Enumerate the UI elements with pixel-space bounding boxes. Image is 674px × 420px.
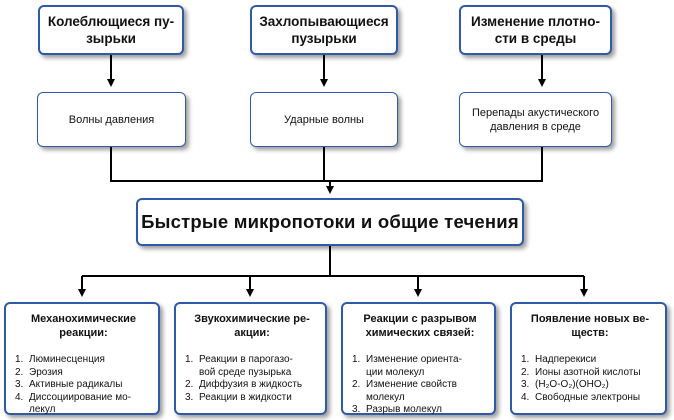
effect-label: Перепады акустического давления в среде xyxy=(471,106,600,133)
outcome-title: Появление новых ве- ществ: xyxy=(530,313,650,339)
outcome-box-sonochemical: Звукохимические ре- акции: 1.Реакции в п… xyxy=(174,302,327,415)
list-item: 4.Диссоциирование мо- лекул xyxy=(15,391,132,416)
outcome-title: Реакции с разрывом химических связей: xyxy=(363,313,477,339)
outcome-box-bond-breaking: Реакции с разрывом химических связей: 1.… xyxy=(341,302,496,415)
list-item: 1.Изменение ориента- ции молекул xyxy=(352,354,462,378)
list-item: 2.Эрозия xyxy=(15,366,63,378)
outcome-list: 1.Надперекиси 2.Ионы азотной кислоты 3.(… xyxy=(521,354,659,404)
effect-label: Волны давления xyxy=(68,113,155,126)
list-item: 3.(H₂O-O₂)(OHO₂) xyxy=(521,379,609,391)
list-item: 1.Реакции в парогазо- вой среде пузырька xyxy=(185,354,293,378)
outcome-list: 1.Люминесценция 2.Эрозия 3.Активные ради… xyxy=(15,354,152,417)
effect-box-acoustic-pressure: Перепады акустического давления в среде xyxy=(459,92,612,147)
effect-label: Ударные волны xyxy=(284,113,364,126)
outcome-list: 1.Изменение ориента- ции молекул 2.Измен… xyxy=(352,354,488,417)
outcome-box-new-substances: Появление новых ве- ществ: 1.Надперекиси… xyxy=(510,302,667,415)
cause-box-density-change: Изменение плотно- сти в среды xyxy=(459,5,612,55)
effect-box-shock-waves: Ударные волны xyxy=(250,92,398,147)
outcome-title: Механохимические реакции: xyxy=(30,313,137,339)
list-item: 3.Реакции в жидкости xyxy=(185,391,292,403)
list-item: 3.Активные радикалы xyxy=(15,379,123,391)
list-item: 2.Изменение свойств молекул xyxy=(352,379,457,403)
outcome-box-mechanochemical: Механохимические реакции: 1.Люминесценци… xyxy=(4,302,160,415)
cause-label: Изменение плотно- сти в среды xyxy=(471,14,600,46)
list-item: 1.Надперекиси xyxy=(521,354,597,365)
list-item: 3.Разрыв молекул xyxy=(352,404,442,416)
list-item: 1.Люминесценция xyxy=(15,354,105,365)
central-label: Быстрые микропотоки и общие течения xyxy=(141,211,519,232)
cause-label: Колеблющиеся пу- зырьки xyxy=(47,14,175,46)
outcome-list: 1.Реакции в парогазо- вой среде пузырька… xyxy=(185,354,319,404)
central-box-microflows: Быстрые микропотоки и общие течения xyxy=(136,198,524,246)
cause-box-oscillating-bubbles: Колеблющиеся пу- зырьки xyxy=(38,5,184,55)
outcome-title: Звукохимические ре- акции: xyxy=(194,313,310,339)
effect-box-pressure-waves: Волны давления xyxy=(37,92,186,147)
cause-label: Захлопывающиеся пузырьки xyxy=(259,14,389,46)
cause-box-collapsing-bubbles: Захлопывающиеся пузырьки xyxy=(250,5,398,55)
list-item: 4.Свободные электроны xyxy=(521,391,641,403)
list-item: 2.Ионы азотной кислоты xyxy=(521,366,641,378)
list-item: 2.Диффузия в жидкость xyxy=(185,379,303,391)
